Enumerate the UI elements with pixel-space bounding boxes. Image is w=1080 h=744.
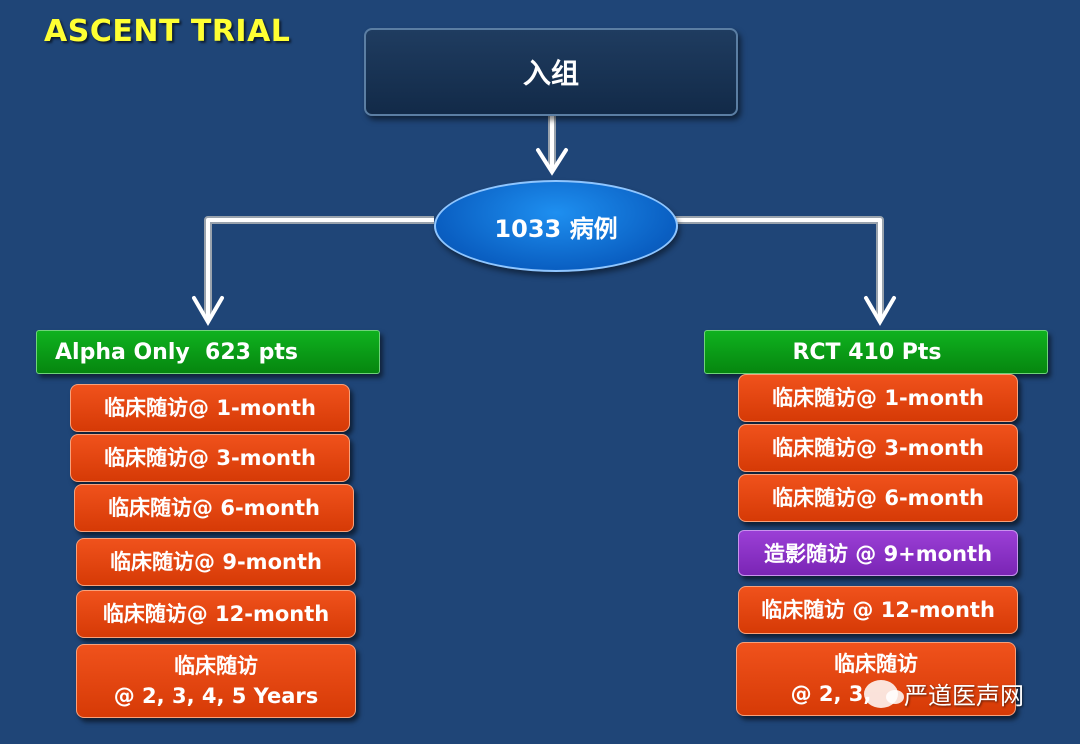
right-followup-label: 临床随访@ 6-month — [772, 486, 984, 510]
enrollment-label: 入组 — [522, 57, 579, 90]
alpha-only-label: Alpha Only 623 pts — [55, 339, 298, 365]
right-followup-6-month: 临床随访@ 6-month — [738, 474, 1018, 522]
arrow-down-icon — [536, 148, 568, 176]
rct-header: RCT 410 Pts — [704, 330, 1048, 374]
right-followup-label: 临床随访@ 1-month — [772, 386, 984, 410]
left-followup-12-month: 临床随访@ 12-month — [76, 590, 356, 638]
right-followup-years-line2: @ 2, 3, — [790, 682, 872, 706]
total-cases-label: 1033 病例 — [494, 214, 618, 243]
left-followup-3-month: 临床随访@ 3-month — [70, 434, 350, 482]
right-followup-12-month: 临床随访 @ 12-month — [738, 586, 1018, 634]
enrollment-box: 入组 — [364, 28, 738, 116]
right-followup-years-line1: 临床随访 — [834, 652, 918, 676]
arrow-heads — [192, 148, 896, 326]
connector-lines — [206, 112, 882, 318]
arrow-down-icon — [192, 296, 224, 326]
right-followup-label: 临床随访 @ 12-month — [761, 598, 995, 622]
left-followup-9-month: 临床随访@ 9-month — [76, 538, 356, 586]
left-followup-6-month: 临床随访@ 6-month — [74, 484, 354, 532]
right-angiography-label: 造影随访 @ 9+month — [763, 542, 993, 566]
arrow-down-icon — [864, 296, 896, 326]
left-followup-label: 临床随访@ 3-month — [104, 446, 316, 470]
rct-label: RCT 410 Pts — [792, 339, 942, 365]
right-angiography-9-month: 造影随访 @ 9+month — [738, 530, 1018, 576]
left-followup-1-month: 临床随访@ 1-month — [70, 384, 350, 432]
watermark: 严道医声网 — [864, 676, 1024, 711]
wechat-icon — [864, 679, 904, 708]
left-followup-label: 临床随访@ 6-month — [108, 496, 320, 520]
left-followup-years-line2: @ 2, 3, 4, 5 Years — [113, 684, 319, 708]
right-followup-1-month: 临床随访@ 1-month — [738, 374, 1018, 422]
left-followup-years-line1: 临床随访 — [174, 654, 258, 678]
watermark-text: 严道医声网 — [904, 682, 1024, 710]
alpha-only-header: Alpha Only 623 pts — [36, 330, 380, 374]
total-cases-ellipse: 1033 病例 — [434, 180, 678, 272]
diagram-title: ASCENT TRIAL — [44, 14, 291, 49]
left-followup-label: 临床随访@ 1-month — [104, 396, 316, 420]
left-followup-label: 临床随访@ 12-month — [102, 602, 330, 626]
left-followup-label: 临床随访@ 9-month — [110, 550, 322, 574]
left-followup-years: 临床随访 @ 2, 3, 4, 5 Years — [76, 644, 356, 718]
right-followup-label: 临床随访@ 3-month — [772, 436, 984, 460]
right-followup-3-month: 临床随访@ 3-month — [738, 424, 1018, 472]
